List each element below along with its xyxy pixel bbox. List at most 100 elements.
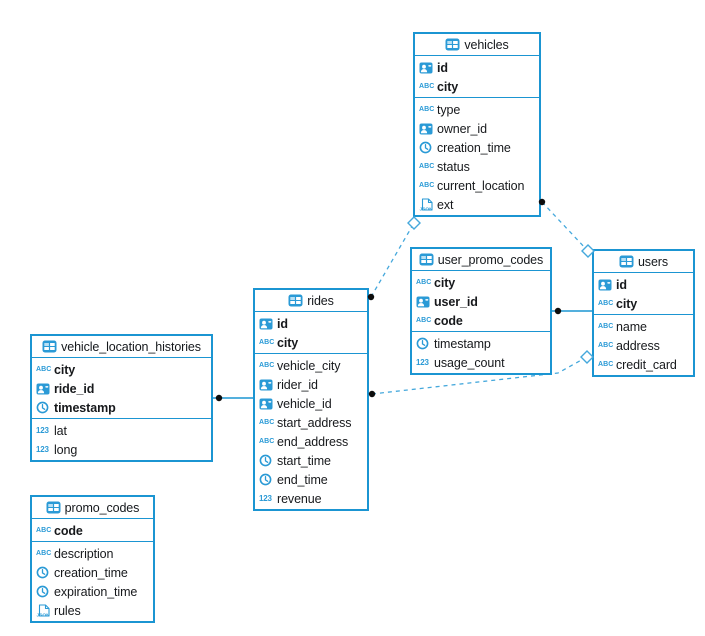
column-name: start_time (277, 453, 331, 468)
table-title: rides (307, 293, 334, 308)
column-row-user_id: user_id (412, 292, 550, 311)
column-name: owner_id (437, 121, 487, 136)
column-name: usage_count (434, 355, 505, 370)
column-row-usage_count: 123 usage_count (412, 353, 550, 372)
abc-icon: ABC (419, 83, 435, 90)
uuid-icon (416, 296, 434, 308)
number-icon: 123 (416, 358, 429, 367)
column-name: rules (54, 603, 81, 618)
relation-vehicles-users (541, 201, 588, 251)
column-name: code (434, 313, 463, 328)
relation-rides-vehicles (370, 222, 415, 298)
clock-icon (416, 337, 434, 350)
table-header: vehicles (415, 34, 539, 56)
cardinality-dot (368, 390, 376, 398)
clock-icon (36, 585, 54, 598)
column-name: revenue (277, 491, 322, 506)
table-icon (619, 255, 634, 268)
column-name: end_time (277, 472, 328, 487)
column-name: start_address (277, 415, 352, 430)
json-icon: JSON (419, 198, 437, 211)
table-header: rides (255, 290, 367, 312)
abc-icon: ABC (419, 182, 435, 189)
column-name: user_id (434, 294, 478, 309)
abc-icon: ABC (259, 339, 275, 346)
table-icon (445, 38, 460, 51)
column-name: city (54, 362, 76, 377)
column-name: city (277, 335, 299, 350)
column-row-creation_time: creation_time (32, 563, 153, 582)
abc-icon: ABC (598, 361, 614, 368)
table-icon (42, 340, 57, 353)
column-row-ride_id: ride_id (32, 379, 211, 398)
uuid-icon (419, 123, 437, 135)
table-title: vehicles (464, 37, 509, 52)
column-name: address (616, 338, 660, 353)
column-row-start_time: start_time (255, 451, 367, 470)
svg-text:JSON: JSON (37, 613, 51, 617)
column-row-vehicle_id: vehicle_id (255, 394, 367, 413)
column-name: id (437, 60, 448, 75)
svg-text:JSON: JSON (420, 207, 434, 211)
column-name: ext (437, 197, 454, 212)
abc-icon: ABC (419, 163, 435, 170)
column-name: current_location (437, 178, 525, 193)
clock-icon (36, 566, 54, 579)
column-row-id: id (415, 58, 539, 77)
table-title: vehicle_location_histories (61, 339, 201, 354)
table-header: vehicle_location_histories (32, 336, 211, 358)
uuid-icon (259, 318, 277, 330)
clock-icon (259, 473, 277, 486)
uuid-icon (36, 383, 54, 395)
column-name: id (616, 277, 627, 292)
column-name: city (437, 79, 459, 94)
clock-icon (419, 141, 437, 154)
table-title: users (637, 254, 669, 269)
column-row-end_time: end_time (255, 470, 367, 489)
column-name: vehicle_city (277, 358, 341, 373)
clock-icon (259, 454, 277, 467)
table-icon (288, 294, 303, 307)
abc-icon: ABC (416, 317, 432, 324)
abc-icon: ABC (259, 438, 275, 445)
column-name: end_address (277, 434, 349, 449)
abc-icon: ABC (259, 419, 275, 426)
abc-icon: ABC (598, 323, 614, 330)
column-name: timestamp (434, 336, 491, 351)
column-row-id: id (255, 314, 367, 333)
cardinality-dot (554, 307, 562, 315)
table-header: users (594, 251, 693, 273)
table-icon (46, 501, 61, 514)
column-row-rider_id: rider_id (255, 375, 367, 394)
column-name: code (54, 523, 83, 538)
abc-icon: ABC (36, 550, 52, 557)
